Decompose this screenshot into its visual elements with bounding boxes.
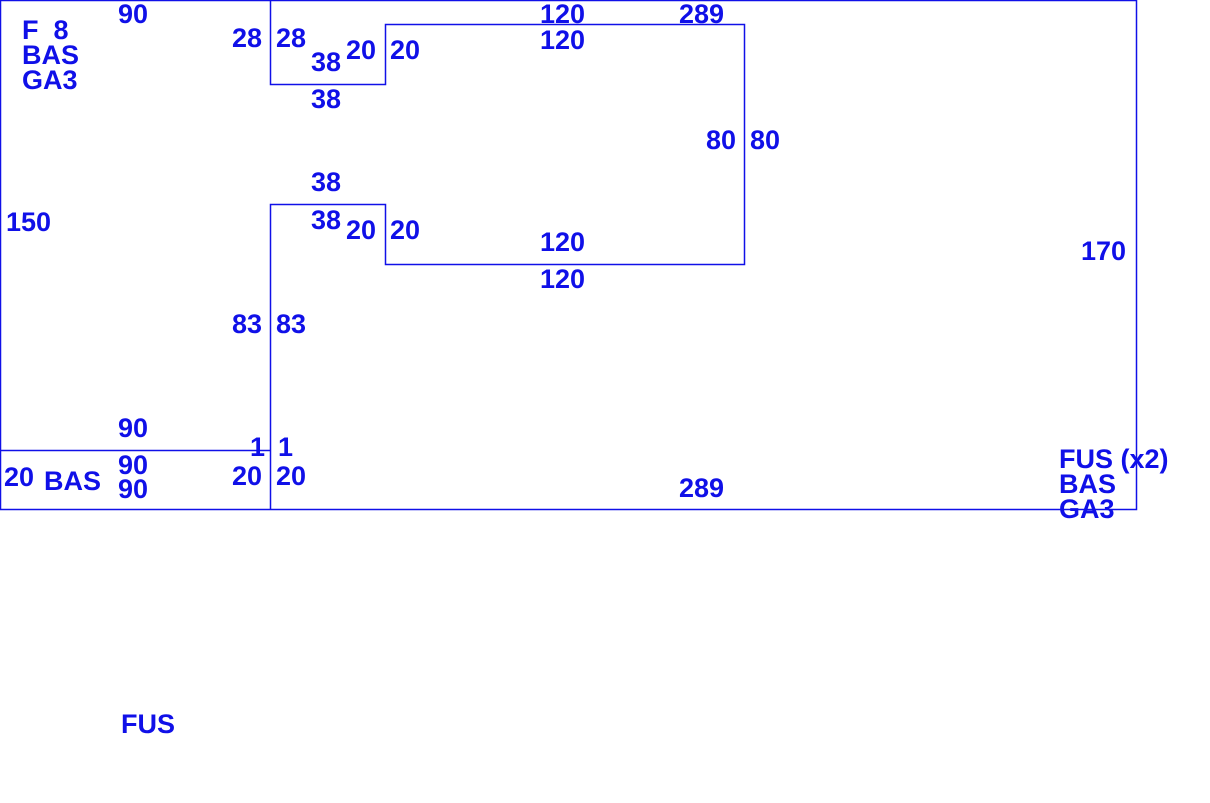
- dim-label: 120: [540, 25, 586, 55]
- dim-label: 20: [390, 215, 421, 245]
- dim-label: 120: [540, 227, 586, 257]
- dim-label: 80: [706, 125, 737, 155]
- outer-panel: [0, 0, 1138, 511]
- dim-label: 38: [311, 205, 342, 235]
- dim-label: 20: [232, 461, 263, 491]
- dim-label: 20: [346, 215, 377, 245]
- dim-label: 20: [346, 35, 377, 65]
- part-tag: BAS: [1059, 469, 1117, 499]
- dim-label: 1: [278, 432, 294, 462]
- dim-label: 90: [118, 474, 149, 504]
- inner-cutout-outline: [269, 0, 746, 510]
- dim-label: 80: [750, 125, 781, 155]
- dim-label: 83: [232, 309, 263, 339]
- dim-label: 90: [118, 0, 149, 29]
- dim-label: 38: [311, 167, 342, 197]
- dim-label: 28: [232, 23, 263, 53]
- part-tag: GA3: [1059, 494, 1115, 524]
- dim-label: 120: [540, 264, 586, 294]
- part-tag: GA3: [22, 65, 78, 95]
- part-tag: FUS (x2): [1059, 444, 1169, 474]
- dim-label: 170: [1081, 236, 1127, 266]
- part-tag: F 8: [22, 15, 69, 45]
- dim-label: 28: [276, 23, 307, 53]
- dim-label: 38: [311, 47, 342, 77]
- dim-label: 289: [679, 473, 725, 503]
- dim-label: 90: [118, 450, 149, 480]
- dim-label: 1: [250, 432, 266, 462]
- part-tag: BAS: [22, 40, 80, 70]
- dim-label: 83: [276, 309, 307, 339]
- dim-label: 120: [540, 0, 586, 29]
- dim-label: 289: [679, 0, 725, 29]
- dim-label: 20: [4, 462, 35, 492]
- part-tag: BAS: [44, 466, 102, 496]
- dim-label: 90: [118, 413, 149, 443]
- dim-label: 38: [311, 84, 342, 114]
- dim-label: 150: [6, 207, 52, 237]
- footer-part-tag: FUS: [121, 709, 175, 739]
- dim-label: 20: [390, 35, 421, 65]
- dim-label: 20: [276, 461, 307, 491]
